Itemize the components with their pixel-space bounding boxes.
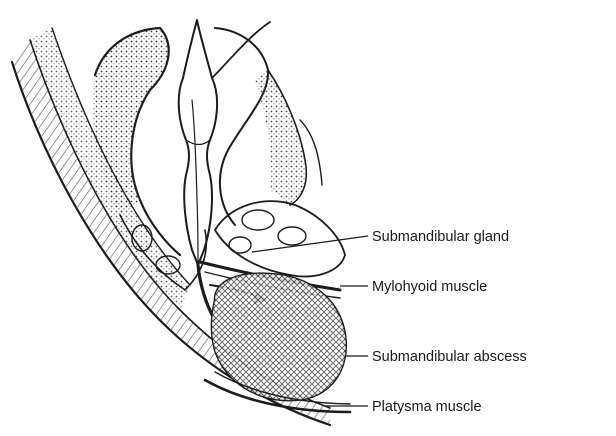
label-submandibular-abscess: Submandibular abscess <box>372 349 527 365</box>
label-submandibular-gland: Submandibular gland <box>372 229 509 245</box>
tooth <box>179 20 217 265</box>
labels: Submandibular gland Mylohyoid muscle Sub… <box>372 229 527 415</box>
label-mylohyoid-muscle: Mylohyoid muscle <box>372 279 487 295</box>
leader-submandibular-gland <box>252 236 368 252</box>
label-platysma-muscle: Platysma muscle <box>372 399 482 415</box>
submandibular-gland <box>215 201 345 276</box>
gingiva <box>212 22 322 205</box>
